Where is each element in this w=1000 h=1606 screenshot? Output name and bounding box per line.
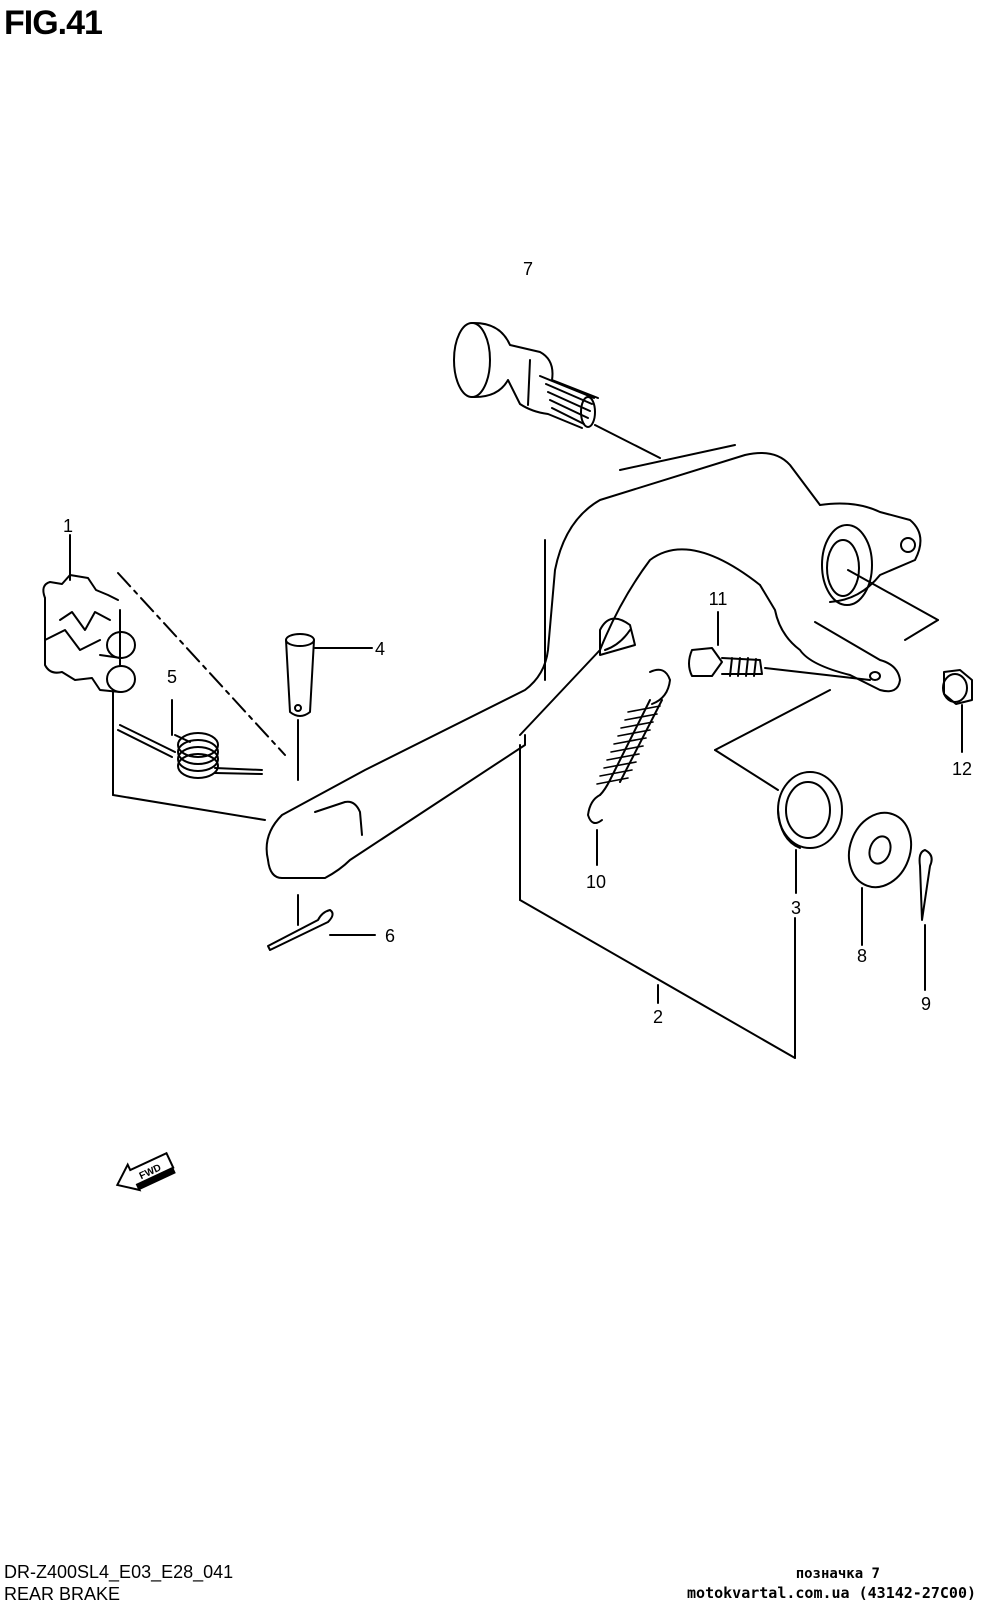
fwd-arrow-icon: FWD [115,1151,176,1192]
callout-7: 7 [523,259,533,279]
callout-12: 12 [952,759,972,779]
callout-8: 8 [857,946,867,966]
cotter-pin-right-part [918,849,933,921]
callout-11: 11 [709,589,728,609]
callout-5: 5 [167,667,177,687]
nut-part [942,669,973,705]
bushing-part [777,771,843,849]
callout-10: 10 [586,872,606,892]
callout-1: 1 [63,516,73,536]
cotter-pin-left-part [267,909,334,951]
watermark-label: позначка 7 [795,1566,880,1582]
torsion-spring-part [117,724,263,779]
washer-part [847,811,913,889]
figure-title: FIG.41 [4,4,103,42]
clevis-pin-part [285,633,315,717]
watermark-site: motokvartal.com.ua (43142-27C00) [687,1584,976,1602]
brake-pedal-part [265,444,922,879]
callout-labels: 7 1 11 4 5 12 10 3 6 8 9 2 [63,259,972,1027]
stopper-bolt-part [688,647,763,677]
pivot-bolt-part [453,321,599,429]
callout-2: 2 [653,1007,663,1027]
figure-code: DR-Z400SL4_E03_E28_041 [4,1562,234,1582]
return-spring-part [587,668,671,825]
callout-3: 3 [791,898,801,918]
callout-6: 6 [385,926,395,946]
callout-9: 9 [921,994,931,1014]
brake-cam-part [42,574,136,693]
callout-4: 4 [375,639,385,659]
figure-name: REAR BRAKE [4,1584,121,1604]
